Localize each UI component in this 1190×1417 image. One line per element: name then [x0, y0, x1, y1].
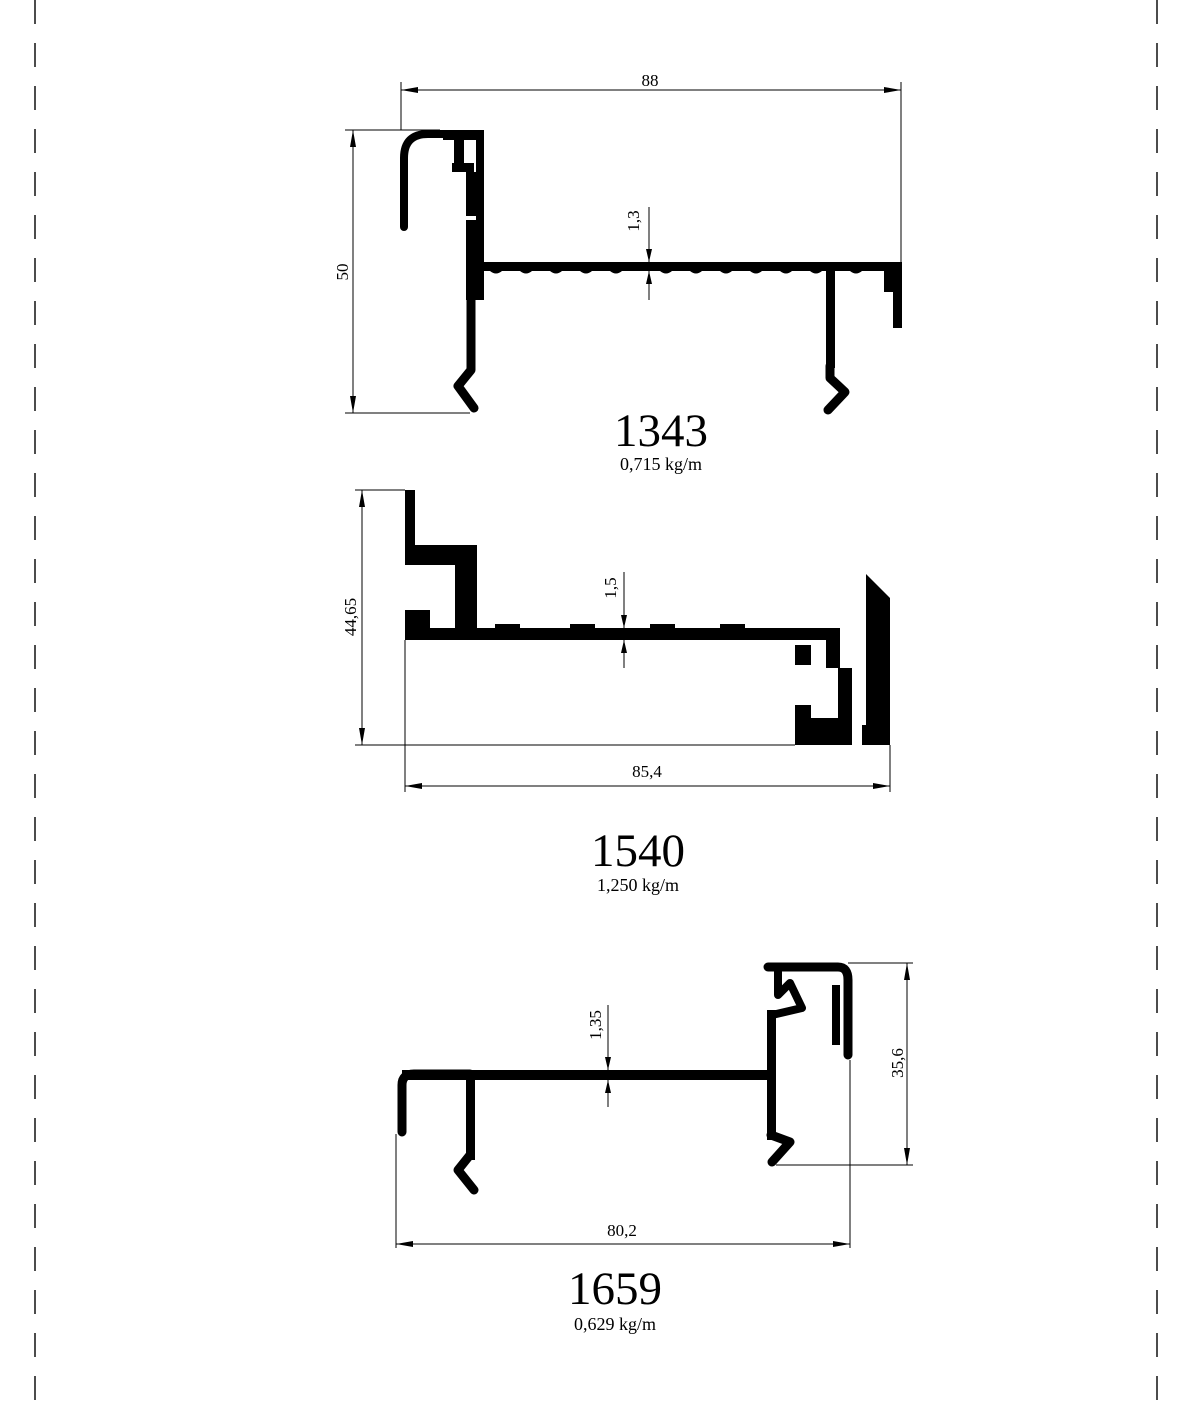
profile-1343-weight: 0,715 kg/m: [620, 454, 702, 474]
profile-1659-weight: 0,629 kg/m: [574, 1314, 656, 1334]
profile-1659-height-dimension: 35,6: [776, 962, 913, 1166]
profile-1540-code: 1540: [591, 825, 685, 877]
profile-1659-height-label: 35,6: [888, 1048, 907, 1078]
profile-1540-weight: 1,250 kg/m: [597, 875, 679, 895]
profile-1343-width-dimension: 88: [400, 71, 902, 262]
profile-1540-height-label: 44,65: [341, 598, 360, 636]
profile-1540-width-label: 85,4: [632, 762, 662, 781]
profile-1659-code: 1659: [568, 1263, 662, 1315]
profile-1343: 88 50 1,3 1343 0,715 kg/m: [333, 71, 902, 474]
profile-1540-wall-dimension: 1,5: [601, 572, 627, 668]
profile-1343-section: [400, 130, 902, 415]
profile-1343-wall-dimension: 1,3: [624, 207, 652, 300]
profile-1659: 80,2 35,6 1,35 1659 0,629 kg/m: [395, 962, 913, 1334]
profile-1540-wall-label: 1,5: [601, 577, 620, 598]
profile-1540: 85,4 44,65 1,5 1540 1,250 kg/m: [341, 489, 891, 895]
profile-1343-height-label: 50: [333, 264, 352, 281]
profile-1343-code: 1343: [614, 405, 708, 457]
profile-1540-section: [405, 490, 890, 745]
profile-1659-wall-dimension: 1,35: [586, 1005, 611, 1107]
profile-1659-width-dimension: 80,2: [395, 1060, 851, 1248]
profile-1659-wall-label: 1,35: [586, 1010, 605, 1040]
profile-1343-height-dimension: 50: [333, 129, 470, 414]
profile-1659-section: [397, 962, 853, 1195]
profile-1343-width-label: 88: [642, 71, 659, 90]
profile-1343-wall-label: 1,3: [624, 210, 643, 231]
profile-1659-width-label: 80,2: [607, 1221, 637, 1240]
profile-1540-height-dimension: 44,65: [341, 489, 795, 746]
profile-1540-width-dimension: 85,4: [404, 640, 891, 792]
